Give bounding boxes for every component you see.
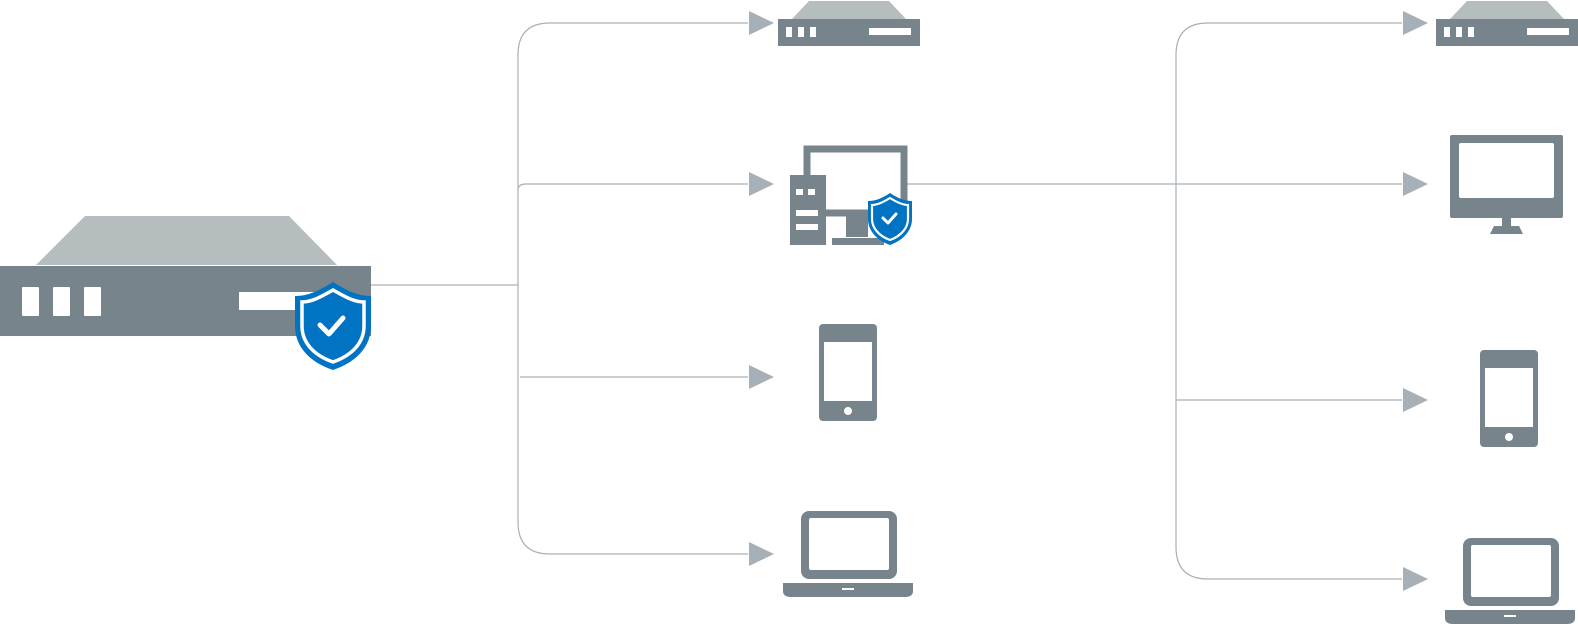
edge-managed-network-laptop-2 [1175,184,1402,580]
shield-check-icon [295,282,371,370]
server-2[interactable] [1436,1,1578,46]
arrow-head [749,365,774,389]
tablet-icon [819,324,877,421]
edge-root-laptop-1 [517,285,748,555]
root-server[interactable] [0,216,371,370]
arrow-head [749,11,774,35]
tablet-1[interactable] [819,324,877,421]
arrow-head [1403,11,1428,35]
monitor-icon [1450,135,1563,234]
arrow-head [1403,388,1428,412]
laptop-1[interactable] [783,511,913,597]
connectors-right [903,11,1428,591]
building-desktop-icon [790,145,908,245]
tablet-2[interactable] [1480,350,1538,447]
server-icon [1436,1,1578,46]
tablet-icon [1480,350,1538,447]
arrow-head [1403,172,1428,196]
managed-network[interactable] [790,145,912,245]
shield-check-icon [868,193,912,245]
server-icon [778,1,920,46]
server-1[interactable] [778,1,920,46]
edge-root-managed-network [517,183,748,191]
laptop-icon [1445,538,1575,624]
connectors-left [369,11,774,566]
arrow-head [749,172,774,196]
arrow-head [1403,567,1428,591]
monitor-2[interactable] [1450,135,1563,234]
laptop-2[interactable] [1445,538,1575,624]
laptop-icon [783,511,913,597]
edge-managed-network-server-2 [1175,22,1402,184]
edge-root-server-1 [517,22,748,285]
server-top [36,216,337,265]
arrow-head [749,542,774,566]
